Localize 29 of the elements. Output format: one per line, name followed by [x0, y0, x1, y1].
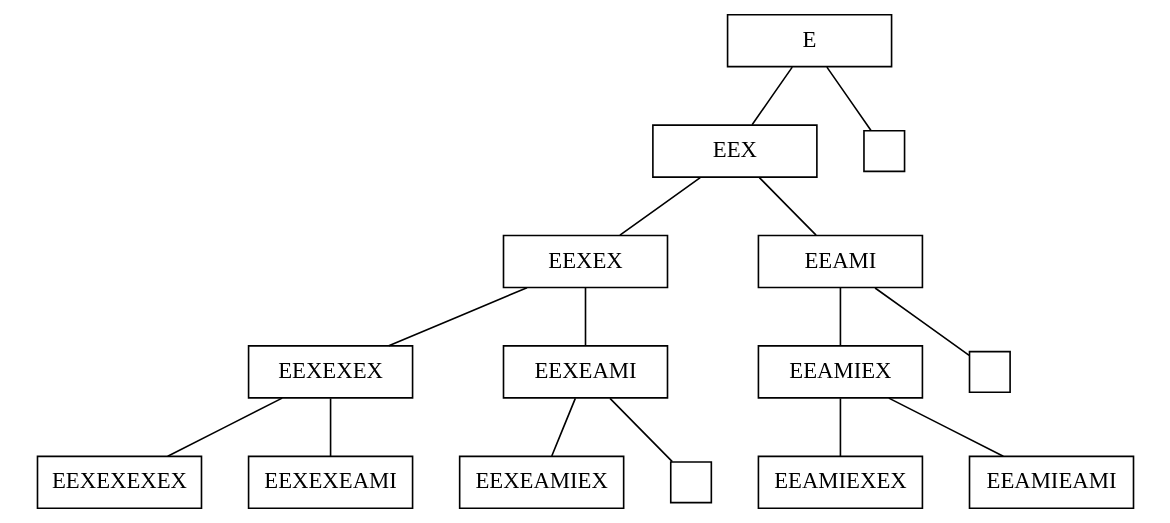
- connector: [329, 397, 331, 457]
- node-box: EEAMIEX: [757, 345, 923, 399]
- node-box: [968, 350, 1011, 393]
- node-box: EEXEXEAMI: [247, 455, 413, 510]
- connector: [839, 397, 841, 457]
- connector: [618, 176, 701, 236]
- connector: [387, 286, 528, 347]
- node-box: E: [726, 13, 892, 68]
- connector: [887, 397, 1004, 458]
- connector: [166, 397, 283, 458]
- node-box: [669, 461, 712, 504]
- node-box: EEX: [651, 124, 818, 178]
- connector: [758, 176, 817, 236]
- connector: [584, 287, 586, 347]
- connector: [550, 397, 576, 457]
- connector: [750, 66, 793, 126]
- node-box: [862, 130, 905, 173]
- connector: [839, 287, 841, 347]
- connector: [825, 66, 872, 132]
- connector: [608, 397, 673, 463]
- node-box: EEXEX: [502, 234, 668, 289]
- node-box: EEAMIEXEX: [757, 455, 923, 510]
- node-box: EEAMI: [757, 234, 923, 289]
- node-box: EEXEXEX: [247, 345, 413, 399]
- node-box: EEAMIEAMI: [968, 455, 1134, 510]
- node-box: EEXEAMI: [502, 345, 668, 399]
- node-box: EEXEAMIEX: [458, 455, 624, 510]
- node-box: EEXEXEXEX: [36, 455, 202, 510]
- connector: [873, 287, 970, 357]
